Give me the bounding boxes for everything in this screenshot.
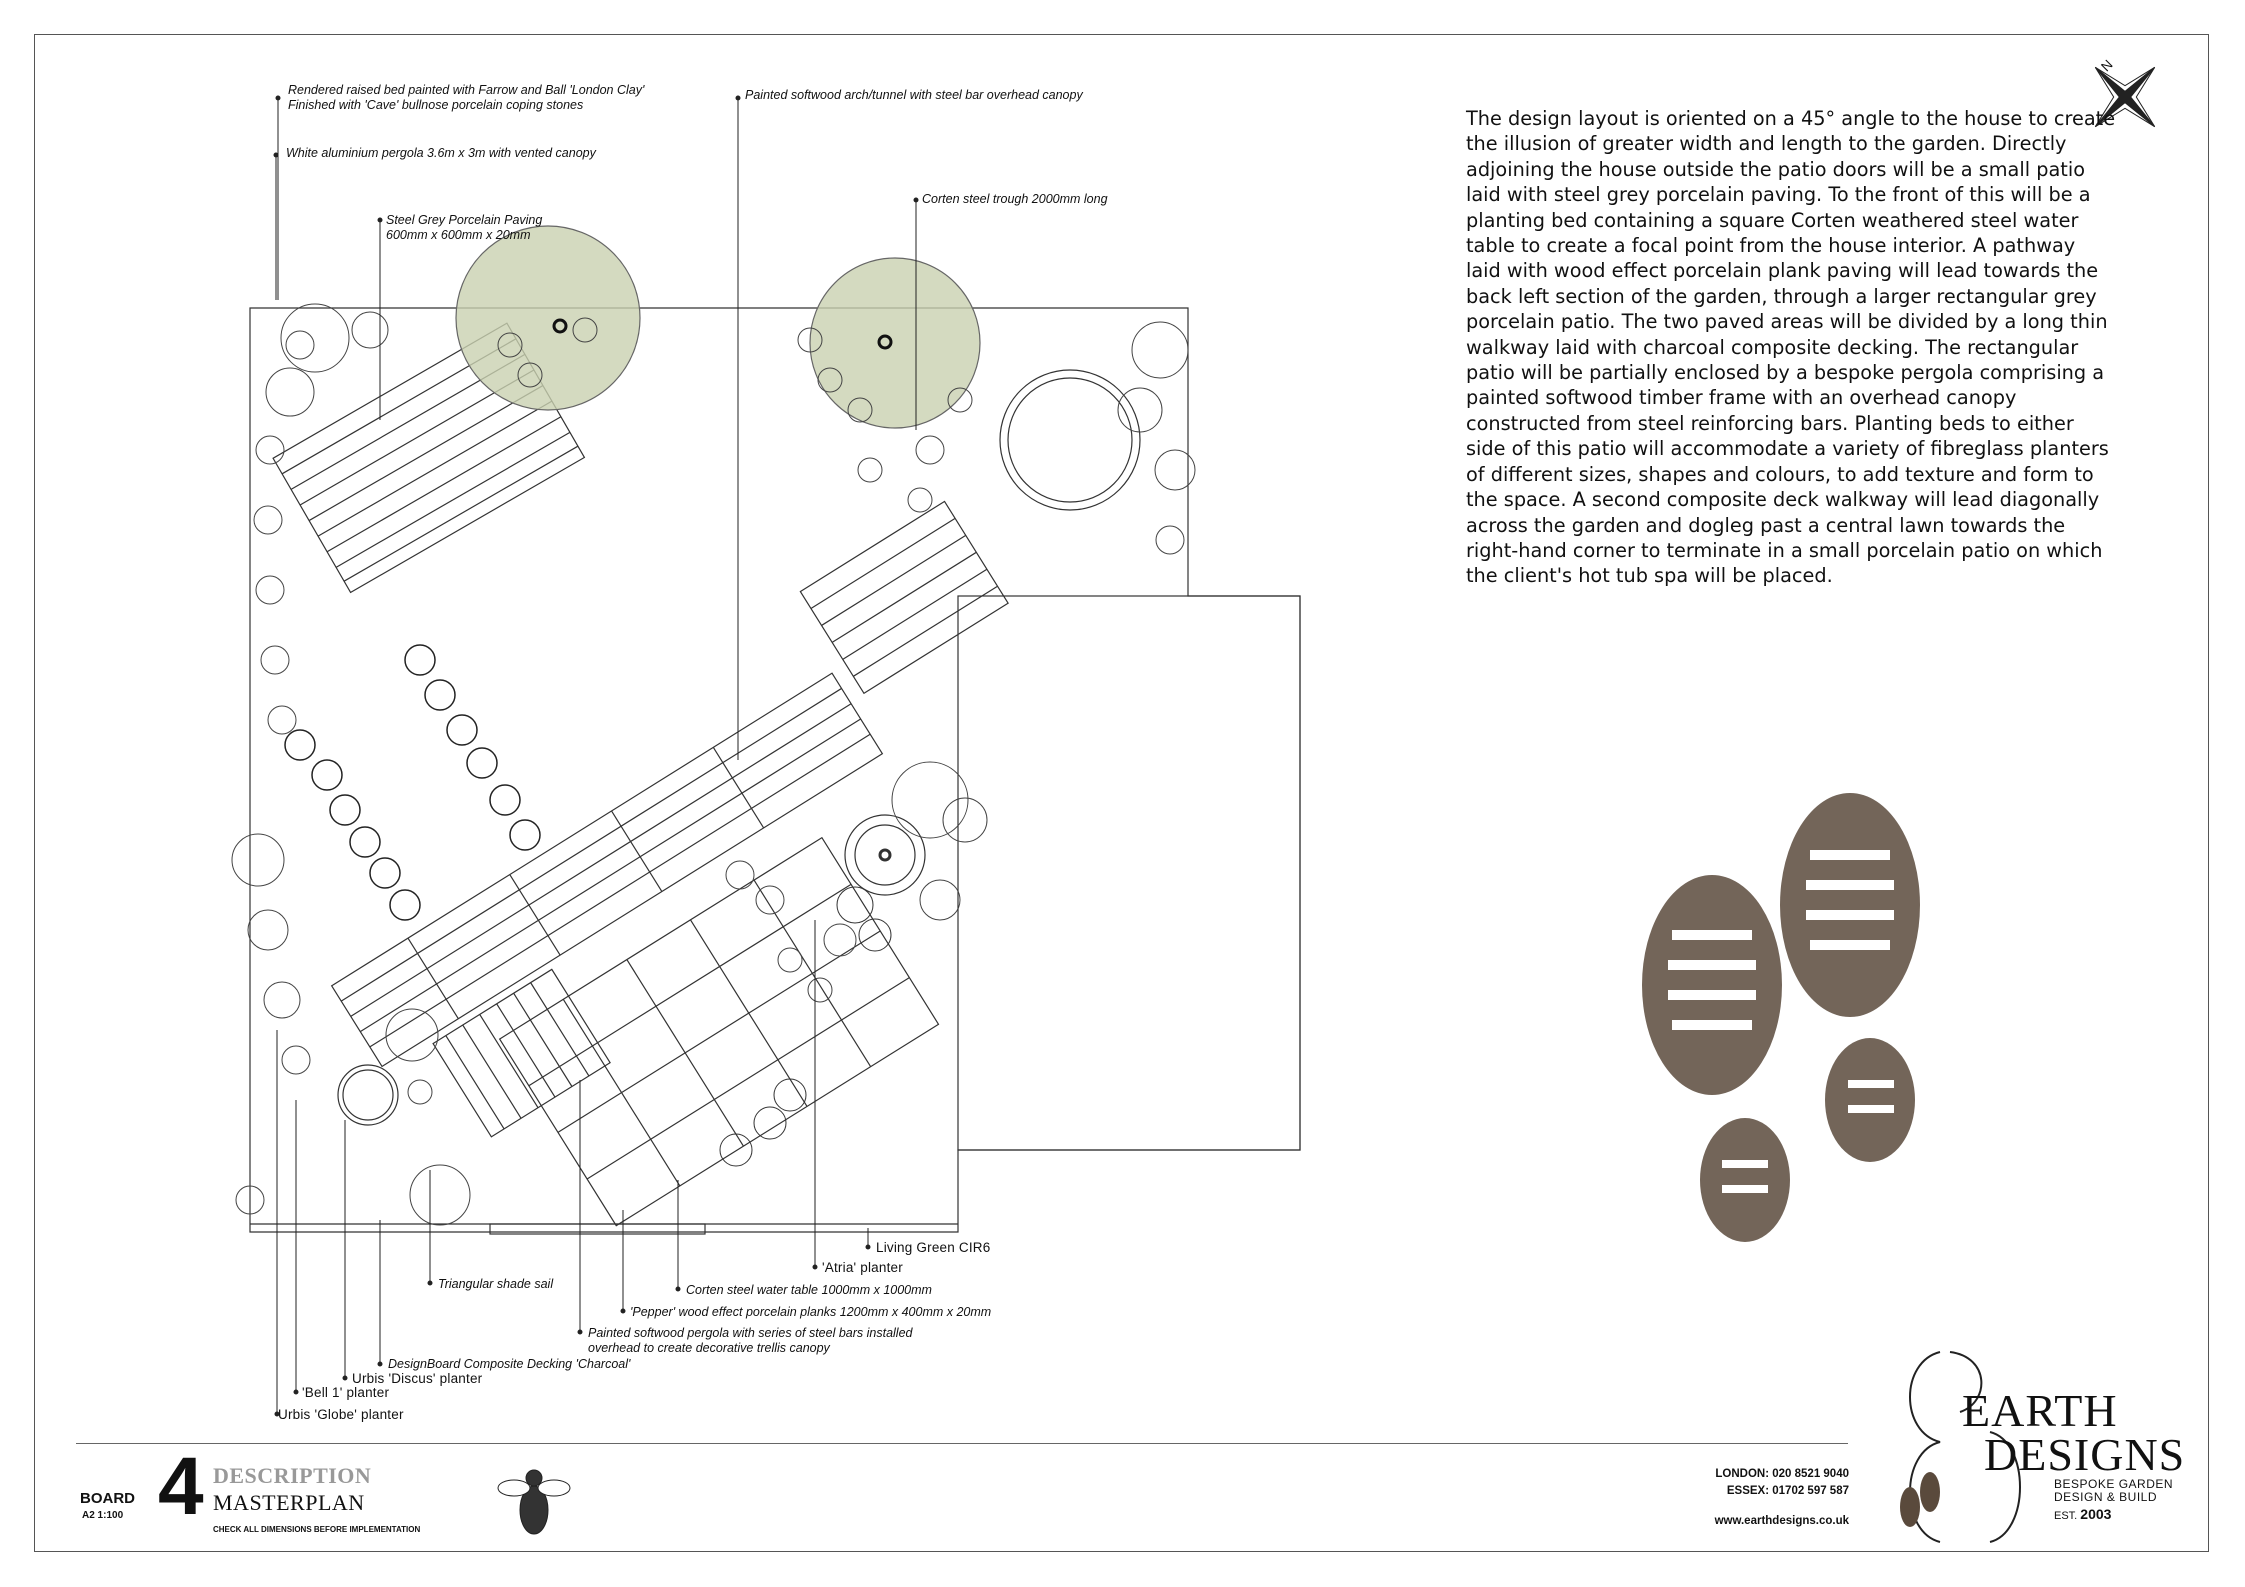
label-discus-planter: Urbis 'Discus' planter (352, 1371, 483, 1386)
water-table (844, 814, 926, 896)
label-porcelain-paving: Steel Grey Porcelain Paving 600mm x 600m… (386, 213, 542, 243)
design-description: The design layout is oriented on a 45° a… (1466, 107, 2116, 588)
diagonal-deck-walkway (330, 672, 884, 1068)
bee-illustration (497, 1469, 571, 1535)
label-bell-planter: 'Bell 1' planter (302, 1385, 390, 1400)
board-label: BOARD (80, 1490, 135, 1507)
pergola (432, 968, 611, 1138)
brand-line-1: EARTH (1962, 1385, 2118, 1436)
est-label: EST. (2054, 1510, 2078, 1522)
round-planter (337, 1064, 399, 1126)
garden-boundary (249, 307, 1301, 1233)
label-line: Finished with 'Cave' bullnose porcelain … (288, 98, 584, 112)
website-link[interactable]: www.earthdesigns.co.uk (1714, 1515, 1849, 1527)
drawing-sheet-border (34, 34, 2209, 1552)
label-softwood-pergola: Painted softwood pergola with series of … (588, 1326, 913, 1356)
est-year: 2003 (2080, 1506, 2112, 1522)
label-composite-decking: DesignBoard Composite Decking 'Charcoal' (388, 1357, 631, 1371)
brand-line-2: DESIGNS (1984, 1429, 2186, 1480)
tagline-line: DESIGN & BUILD (2054, 1490, 2158, 1504)
house-outline (957, 595, 1301, 1151)
essex-phone: ESSEX: 01702 597 587 (1726, 1485, 1849, 1497)
sheet-subtitle: MASTERPLAN (213, 1490, 365, 1515)
hot-tub-spa (999, 369, 1141, 511)
label-corten-trough: Corten steel trough 2000mm long (922, 192, 1108, 206)
bell-planters (719, 886, 892, 1167)
discus-planters (284, 644, 541, 921)
brand-tagline: BESPOKE GARDEN DESIGN & BUILD (2054, 1478, 2173, 1504)
label-arch: Painted softwood arch/tunnel with steel … (745, 88, 1083, 102)
london-phone: LONDON: 020 8521 9040 (1715, 1468, 1849, 1480)
label-line: Painted softwood pergola with series of … (588, 1326, 913, 1340)
contact-phones: LONDON: 020 8521 9040 ESSEX: 01702 597 5… (1715, 1466, 1849, 1500)
footprints-illustration (1642, 793, 1920, 1242)
annotation-leaders (273, 95, 919, 1417)
earth-designs-logo: EARTH DESIGNS BESPOKE GARDEN DESIGN & BU… (1880, 1342, 2210, 1552)
label-line: overhead to create decorative trellis ca… (588, 1341, 830, 1355)
logo-flourish (1900, 1351, 2021, 1543)
tagline-line: BESPOKE GARDEN (2054, 1477, 2174, 1491)
label-water-table: Corten steel water table 1000mm x 1000mm (686, 1283, 932, 1297)
label-line: Steel Grey Porcelain Paving (386, 213, 543, 227)
label-line: Rendered raised bed painted with Farrow … (288, 83, 645, 97)
porcelain-patio (498, 836, 940, 1227)
planting-shrubs (231, 303, 1196, 1226)
label-atria-planter: 'Atria' planter (822, 1260, 903, 1275)
label-rendered-raised-bed: Rendered raised bed painted with Farrow … (288, 83, 644, 113)
label-shade-sail: Triangular shade sail (438, 1277, 554, 1291)
title-block-rule (76, 1443, 1848, 1444)
dimension-note: CHECK ALL DIMENSIONS BEFORE IMPLEMENTATI… (213, 1525, 421, 1534)
sheet-title: DESCRIPTION (213, 1463, 372, 1488)
compass-rose (2094, 66, 2156, 128)
label-wood-effect-planks: 'Pepper' wood effect porcelain planks 12… (630, 1305, 992, 1319)
brand-established: EST. 2003 (2054, 1506, 2111, 1522)
board-number: 4 (158, 1441, 204, 1532)
label-living-green: Living Green CIR6 (876, 1240, 991, 1255)
label-line: 600mm x 600mm x 20mm (386, 228, 531, 242)
decking-area-east (799, 500, 1009, 695)
scale-label: A2 1:100 (82, 1510, 124, 1521)
tree-canopies (455, 225, 981, 429)
label-white-pergola: White aluminium pergola 3.6m x 3m with v… (286, 146, 596, 160)
label-globe-planter: Urbis 'Globe' planter (278, 1407, 404, 1422)
